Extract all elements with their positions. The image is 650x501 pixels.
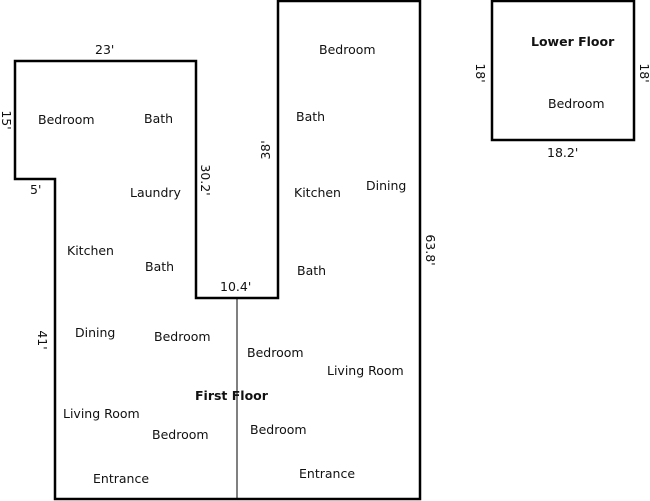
room-label-left-bath-mid: Bath (145, 259, 174, 274)
first-floor-title: First Floor (195, 388, 269, 403)
dim-right-tower-notch: 38' (258, 140, 273, 159)
dim-lower-left: 18' (473, 63, 488, 82)
dim-lower-width: 18.2' (547, 145, 578, 160)
room-label-left-bedroom-top: Bedroom (38, 112, 95, 127)
dim-top-left-width: 23' (95, 42, 114, 57)
dim-right-height: 63.8' (423, 234, 438, 265)
dim-notch-width: 10.4' (220, 279, 251, 294)
room-label-right-bath-top: Bath (296, 109, 325, 124)
room-label-right-kitchen: Kitchen (294, 185, 341, 200)
room-label-left-laundry: Laundry (130, 185, 182, 200)
room-label-right-entrance: Entrance (299, 466, 355, 481)
room-label-left-dining: Dining (75, 325, 115, 340)
first-floor-outline (13, 0, 422, 501)
room-label-right-bedroom-bottom: Bedroom (250, 422, 307, 437)
dim-notch-height: 30.2' (198, 164, 213, 195)
lower-floor-title: Lower Floor (531, 34, 615, 49)
room-label-right-dining: Dining (366, 178, 406, 193)
dim-left-lower-height: 41' (35, 330, 50, 349)
lower-floor-outline (490, 0, 636, 142)
room-label-lower-bedroom: Bedroom (548, 96, 605, 111)
dim-lower-right: 18' (637, 63, 650, 82)
room-label-left-bedroom-mid: Bedroom (154, 329, 211, 344)
room-label-left-kitchen: Kitchen (67, 243, 114, 258)
room-label-right-bedroom-mid: Bedroom (247, 345, 304, 360)
room-label-left-living-room: Living Room (63, 406, 140, 421)
room-label-right-bedroom-top: Bedroom (319, 42, 376, 57)
dim-left-upper-height: 15' (0, 110, 14, 129)
dim-left-step: 5' (30, 182, 41, 197)
room-label-left-entrance: Entrance (93, 471, 149, 486)
room-label-right-living-room: Living Room (327, 363, 404, 378)
room-label-left-bedroom-bottom: Bedroom (152, 427, 209, 442)
room-label-left-bath-top: Bath (144, 111, 173, 126)
room-label-right-bath-mid: Bath (297, 263, 326, 278)
